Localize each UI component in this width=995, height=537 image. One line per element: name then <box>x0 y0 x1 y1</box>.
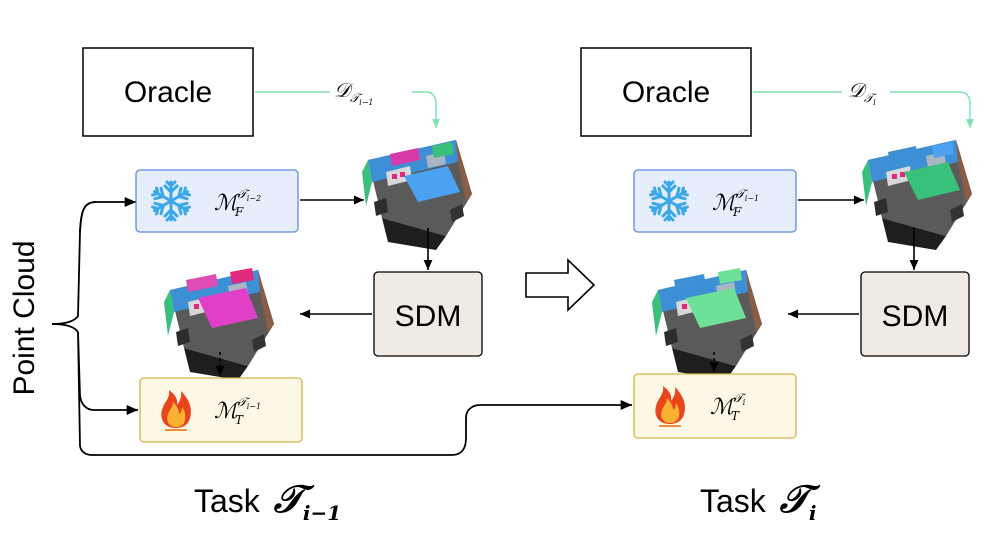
scene-predicted <box>362 140 472 250</box>
side-label: Point Cloud <box>8 240 41 395</box>
dataset-label: 𝒟𝒯i <box>848 78 877 107</box>
dataset-arrow <box>890 91 974 128</box>
brace-tip <box>51 323 79 333</box>
sdm-box <box>860 271 970 357</box>
input-to-trainable-arrow-2 <box>92 399 632 456</box>
sdm-label: SDM <box>882 300 949 333</box>
oracle-box <box>82 47 254 137</box>
hollow-right-arrow-icon <box>525 258 596 312</box>
oracle-label: Oracle <box>124 76 212 109</box>
scene-refined <box>652 268 762 380</box>
dataset-label: 𝒟𝒯i−1 <box>334 78 374 107</box>
oracle-label: Oracle <box>622 76 710 109</box>
sdm-label: SDM <box>395 300 462 333</box>
scene-refined <box>164 268 274 380</box>
sdm-box <box>373 271 483 357</box>
oracle-box <box>580 47 752 137</box>
scene-predicted <box>862 140 972 250</box>
dataset-arrow <box>412 91 440 128</box>
